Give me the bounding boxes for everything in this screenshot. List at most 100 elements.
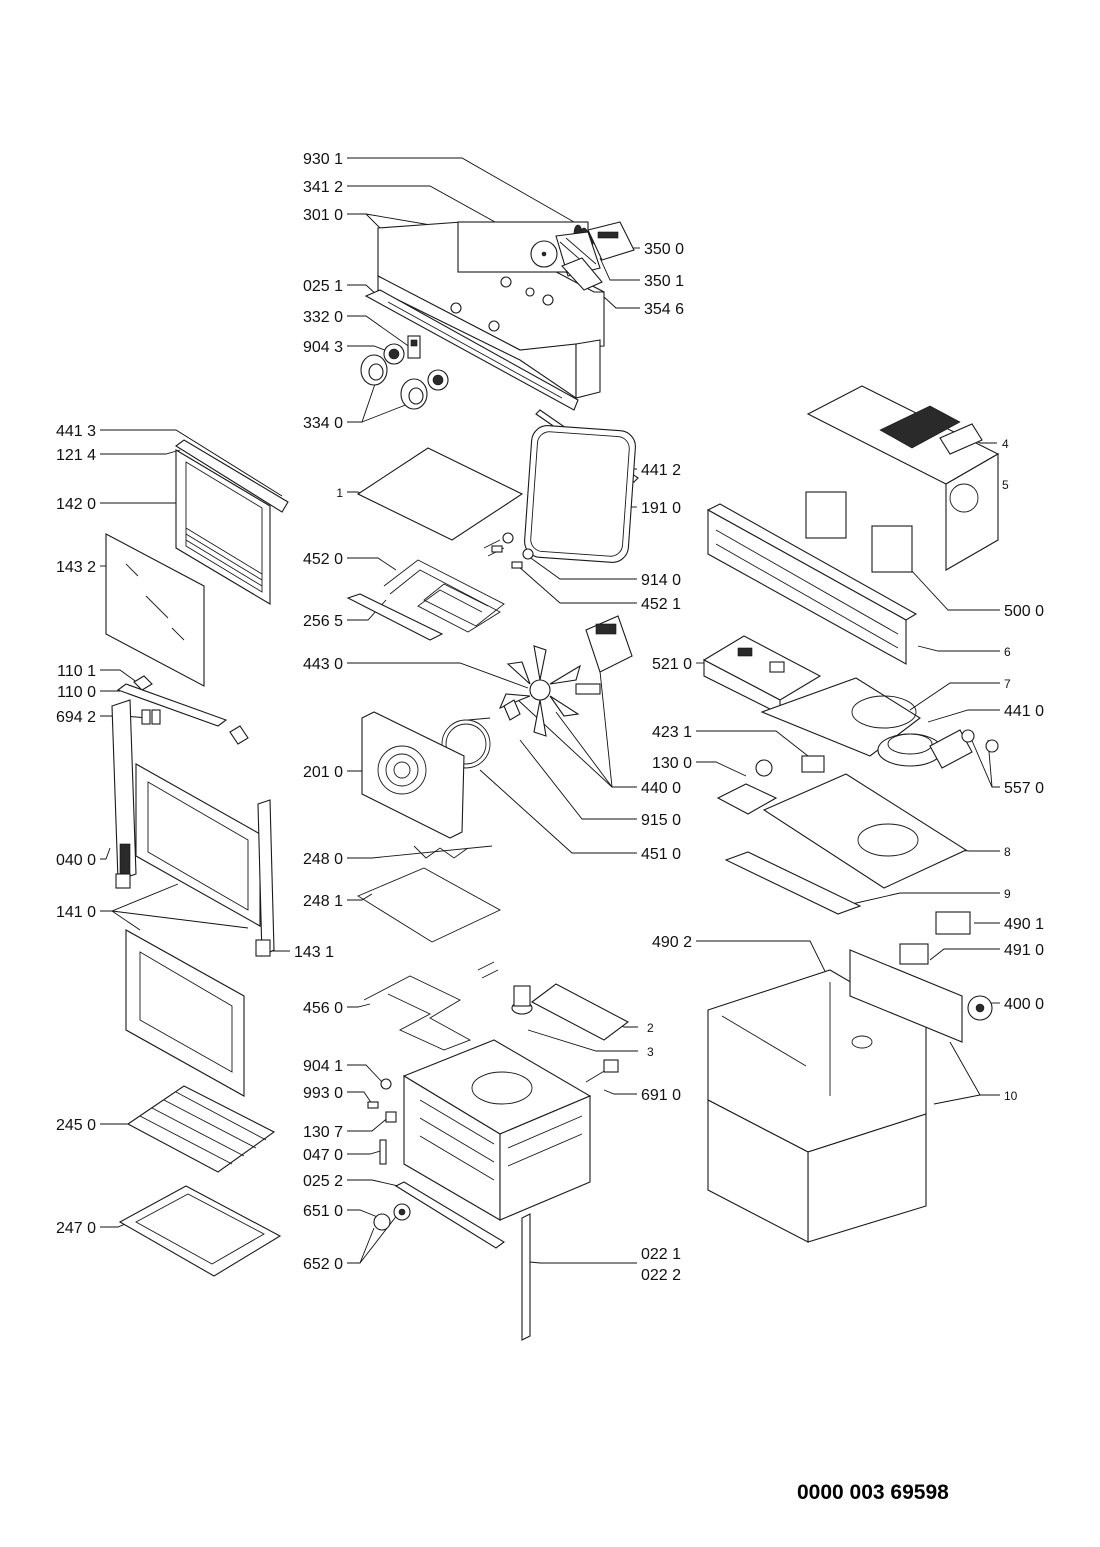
label-904-1: 904 1 <box>303 1058 343 1075</box>
display-window-part <box>561 257 603 291</box>
label-914-0: 914 0 <box>641 572 681 589</box>
label-452-1: 452 1 <box>641 596 681 613</box>
document-number: 0000 003 69598 <box>797 1481 949 1504</box>
ring-element-part <box>441 717 491 769</box>
electronic-board-part <box>555 221 635 277</box>
label-691-0: 691 0 <box>641 1087 681 1104</box>
label-350-1: 350 1 <box>644 273 684 290</box>
label-110-0: 110 0 <box>57 684 96 701</box>
switch-part <box>407 335 421 359</box>
bezel-part <box>383 343 449 391</box>
label-440-0: 440 0 <box>641 780 681 797</box>
lamp-part <box>511 985 533 1015</box>
control-board-part <box>702 635 822 715</box>
label-9: 9 <box>1004 887 1011 901</box>
label-521-0: 521 0 <box>652 656 692 673</box>
label-248-0: 248 0 <box>303 851 343 868</box>
label-142-0: 142 0 <box>56 496 96 513</box>
hinge-part <box>111 699 137 889</box>
rail-part <box>371 845 493 859</box>
label-694-2: 694 2 <box>56 709 96 726</box>
knob-part <box>360 354 428 410</box>
label-040-0: 040 0 <box>56 852 96 869</box>
rod-part <box>116 675 249 745</box>
label-441-0: 441 0 <box>1004 703 1044 720</box>
wire-rack-part <box>126 1085 276 1173</box>
lower-plate-part <box>724 851 862 915</box>
label-7: 7 <box>1004 677 1011 691</box>
top-plate-part <box>356 447 524 541</box>
label-490-2: 490 2 <box>652 934 692 951</box>
label-191-0: 191 0 <box>641 500 681 517</box>
label-022-1: 022 1 <box>641 1246 681 1263</box>
oven-cavity-part <box>402 1039 592 1221</box>
label-451-0: 451 0 <box>641 846 681 863</box>
panel-strip-part <box>364 289 579 411</box>
nut-part <box>503 699 521 721</box>
label-904-3: 904 3 <box>303 339 343 356</box>
label-110-1: 110 1 <box>57 663 96 680</box>
side-strip-part <box>521 1213 531 1341</box>
label-2: 2 <box>647 1021 654 1035</box>
air-duct-part <box>760 677 921 757</box>
label-456-0: 456 0 <box>303 1000 343 1017</box>
small-front-parts <box>367 1078 397 1165</box>
label-341-2: 341 2 <box>303 179 343 196</box>
label-400-0: 400 0 <box>1004 996 1044 1013</box>
label-354-6: 354 6 <box>644 301 684 318</box>
label-047-0: 047 0 <box>303 1147 343 1164</box>
label-143-2: 143 2 <box>56 559 96 576</box>
label-022-2: 022 2 <box>641 1267 681 1284</box>
label-4: 4 <box>1002 437 1009 451</box>
label-500-0: 500 0 <box>1004 603 1044 620</box>
door-gasket-part <box>524 425 636 563</box>
mid-plate-part <box>762 773 968 889</box>
label-423-1: 423 1 <box>652 724 692 741</box>
label-121-4: 121 4 <box>56 447 96 464</box>
label-490-1: 490 1 <box>1004 916 1044 933</box>
relay-part <box>805 491 913 573</box>
label-247-0: 247 0 <box>56 1220 96 1237</box>
label-141-0: 141 0 <box>56 904 96 921</box>
label-441-3: 441 3 <box>56 423 96 440</box>
glass-pane-part <box>105 533 205 687</box>
support-bar-part <box>346 593 444 641</box>
label-334-0: 334 0 <box>303 415 343 432</box>
part-drawings <box>105 221 1000 1341</box>
label-130-0: 130 0 <box>652 755 692 772</box>
door-frame-part <box>175 439 289 605</box>
cabinet-part <box>707 949 963 1243</box>
label-8: 8 <box>1004 845 1011 859</box>
label-301-0: 301 0 <box>303 207 343 224</box>
fan-blade-part <box>498 645 581 737</box>
label-130-7: 130 7 <box>303 1124 343 1141</box>
motor-part <box>967 995 993 1021</box>
label-6: 6 <box>1004 645 1011 659</box>
label-143-1: 143 1 <box>294 944 334 961</box>
label-201-0: 201 0 <box>303 764 343 781</box>
label-10: 10 <box>1004 1089 1018 1103</box>
label-651-0: 651 0 <box>303 1203 343 1220</box>
label-443-0: 443 0 <box>303 656 343 673</box>
fan-motor-part <box>575 615 633 695</box>
back-panel-part <box>706 503 918 665</box>
fan-cover-part <box>361 711 465 839</box>
bottom-strip-part <box>394 1181 505 1249</box>
thermostat-part <box>929 729 999 769</box>
door-inner-part <box>135 763 275 957</box>
label-256-5: 256 5 <box>303 613 343 630</box>
thermostat-probe-part <box>585 1059 619 1083</box>
label-557-0: 557 0 <box>1004 780 1044 797</box>
part-labels: 930 1 341 2 301 0 025 1 332 0 904 3 334 … <box>56 151 1044 1284</box>
label-993-0: 993 0 <box>303 1085 343 1102</box>
label-441-2: 441 2 <box>641 462 681 479</box>
label-248-1: 248 1 <box>303 893 343 910</box>
bracket-part <box>530 983 630 1041</box>
label-025-1: 025 1 <box>303 278 343 295</box>
label-452-0: 452 0 <box>303 551 343 568</box>
switch-block-part <box>716 755 825 815</box>
label-930-1: 930 1 <box>303 151 343 168</box>
label-3: 3 <box>647 1045 654 1059</box>
label-5: 5 <box>1002 478 1009 492</box>
